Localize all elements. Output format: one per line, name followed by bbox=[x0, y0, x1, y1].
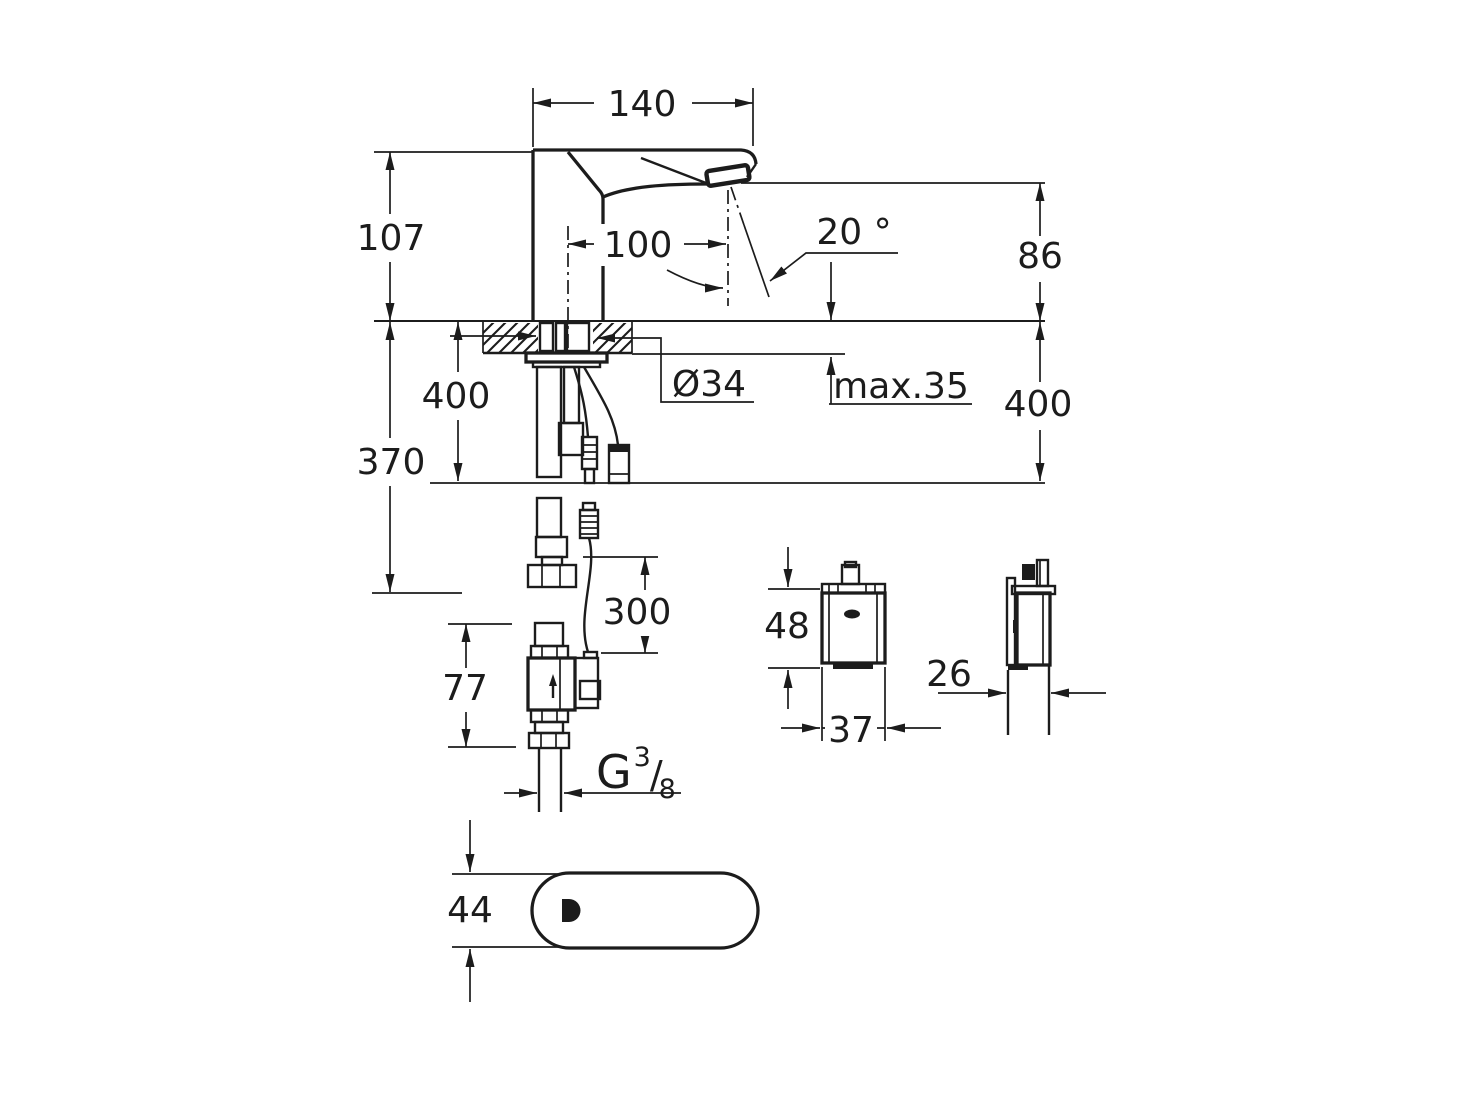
grohe-logo bbox=[844, 609, 860, 619]
dim-label-deck-thickness: max.35 bbox=[833, 366, 969, 407]
supply-hose-lower bbox=[535, 496, 563, 539]
faucet-side-view bbox=[531, 148, 770, 352]
aerator bbox=[704, 163, 752, 188]
solenoid-cable bbox=[583, 537, 593, 653]
valve-top-collar-facets bbox=[541, 646, 558, 658]
power-box-side-housing bbox=[1015, 591, 1052, 667]
hose-neck bbox=[540, 555, 564, 567]
solenoid-cable-entry bbox=[582, 650, 599, 660]
cable-plug-b-cap bbox=[609, 445, 629, 452]
faucet-top-edge bbox=[533, 148, 758, 165]
sensor-window-icon bbox=[562, 899, 581, 922]
angle-leader bbox=[769, 252, 898, 282]
mounting-flange bbox=[524, 351, 609, 364]
dim-label-26: 26 bbox=[926, 654, 972, 695]
power-box-side-view bbox=[1005, 558, 1057, 735]
dim-label-300: 300 bbox=[603, 592, 672, 633]
valve-top-collar bbox=[529, 644, 570, 660]
dim-label-100: 100 bbox=[604, 225, 673, 266]
sensor-cable-a bbox=[572, 366, 590, 438]
dimension-labels: 140 107 100 20 ° 86 400 370 Ø34 max.35 4… bbox=[357, 84, 1073, 931]
dim-44-ticks bbox=[452, 873, 563, 948]
shank-stud bbox=[554, 321, 567, 353]
dim-label-hole-diameter: Ø34 bbox=[672, 364, 746, 405]
spout-bevel-edge bbox=[640, 156, 707, 185]
valve-assembly bbox=[526, 496, 602, 812]
dim-label-140: 140 bbox=[608, 84, 677, 125]
dim-label-400-left: 400 bbox=[422, 376, 491, 417]
dim-label-370: 370 bbox=[357, 442, 426, 483]
power-box-housing bbox=[820, 591, 887, 665]
hole-arrow-right-leader bbox=[597, 333, 754, 403]
valve-inlet-thread bbox=[533, 621, 565, 648]
sensor-cable-b bbox=[582, 366, 620, 446]
valve-outlet-nut bbox=[527, 731, 571, 750]
shank-thread-right bbox=[565, 321, 591, 353]
dim-label-37: 37 bbox=[828, 710, 874, 751]
thread-label-numerator: 3 bbox=[634, 742, 651, 773]
dim-label-77: 77 bbox=[442, 668, 488, 709]
faucet-top-view bbox=[530, 871, 760, 950]
stream-line-upper bbox=[730, 186, 745, 226]
thread-label-denominator: 8 bbox=[659, 774, 676, 805]
cable-plug-a-tip bbox=[583, 467, 596, 485]
angle-arc-arrow bbox=[666, 269, 724, 293]
flow-arrow-icon bbox=[549, 674, 557, 686]
base-outline bbox=[530, 871, 760, 950]
power-box-front-view bbox=[820, 560, 887, 669]
dim-label-107: 107 bbox=[357, 218, 426, 259]
deck-hatch-left bbox=[483, 323, 538, 352]
power-box-foot bbox=[833, 663, 873, 669]
label-gaps bbox=[352, 84, 1079, 751]
dim-48-ticks bbox=[768, 588, 820, 669]
dim-label-angle: 20 ° bbox=[816, 212, 891, 253]
hose-thread bbox=[534, 535, 569, 559]
power-box-side-clip bbox=[1035, 558, 1050, 588]
solenoid-body bbox=[573, 656, 600, 710]
dim-140-extensions bbox=[532, 88, 754, 147]
shank-thread-left bbox=[538, 321, 555, 353]
spout-underside bbox=[602, 182, 708, 199]
power-box-side-foot bbox=[1008, 664, 1028, 670]
plug-ribs bbox=[581, 515, 597, 535]
connection-pipe bbox=[537, 748, 563, 812]
dim-label-86: 86 bbox=[1017, 236, 1063, 277]
valve-bottom-collar bbox=[529, 708, 570, 724]
cable-plug-a bbox=[580, 435, 599, 471]
hose-nut bbox=[526, 563, 578, 589]
power-box-cap-teeth bbox=[828, 584, 876, 593]
rod-nut-block bbox=[557, 421, 585, 457]
dimension-lines bbox=[372, 88, 1106, 1002]
valve-outlet-nut-facets bbox=[540, 733, 557, 748]
valve-bottom-collar-facets bbox=[541, 710, 558, 722]
power-box-panel-lines bbox=[828, 593, 878, 663]
thread-label-slash: / bbox=[650, 753, 663, 797]
cable-plug-a-ribs bbox=[583, 444, 596, 460]
hose-nut-facets bbox=[541, 565, 561, 587]
valve-outlet-thread bbox=[533, 720, 565, 735]
dim-label-44: 44 bbox=[447, 890, 493, 931]
dim-label-48: 48 bbox=[764, 606, 810, 647]
thread-label-g: G bbox=[596, 745, 632, 799]
stream-line-lower bbox=[743, 224, 770, 298]
solenoid-port-thread bbox=[578, 679, 602, 701]
faucet-front-edge bbox=[566, 150, 605, 321]
supply-hose-upper bbox=[535, 365, 563, 479]
power-box-side-stub bbox=[1022, 564, 1035, 580]
power-box-side-latch bbox=[1013, 620, 1017, 633]
dim-label-400-right: 400 bbox=[1004, 384, 1073, 425]
thread-size-label: G3/8 bbox=[596, 742, 676, 805]
dim-77-ticks bbox=[448, 623, 516, 748]
power-box-side-extensions bbox=[1006, 665, 1051, 735]
